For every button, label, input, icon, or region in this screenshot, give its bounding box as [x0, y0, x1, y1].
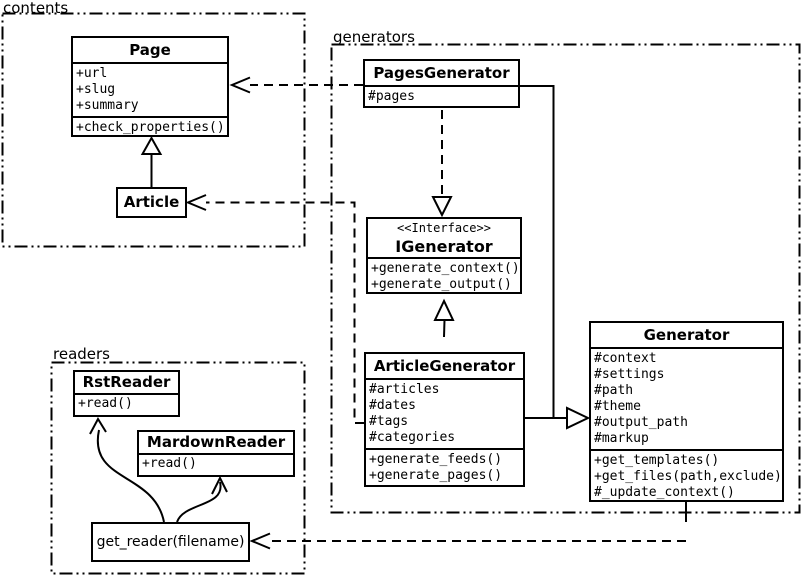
- attribute-theme: #theme: [594, 399, 641, 414]
- inheritance-article-to-page: [140, 135, 163, 188]
- package-label-generators: generators: [333, 28, 415, 46]
- class-mardownreader-methods: +read(): [139, 455, 293, 474]
- package-label-readers: readers: [53, 345, 110, 363]
- arrow-getreader-to-rstreader: [89, 416, 165, 523]
- class-pagesgenerator: PagesGenerator #pages: [363, 59, 520, 108]
- attribute-output-path: #output_path: [594, 415, 688, 430]
- attribute-categories: #categories: [369, 430, 456, 445]
- dependency-articlegenerator-to-article: [185, 194, 364, 424]
- attribute-summary: +summary: [76, 98, 139, 113]
- attribute-slug: +slug: [76, 82, 116, 97]
- package-readers-border: [50, 361, 306, 575]
- class-generator-attributes: #context #settings #path #theme #output_…: [591, 349, 782, 451]
- class-article-title: Article: [123, 193, 180, 211]
- package-contents-border: [1, 12, 306, 248]
- realization-pagesgenerator-to-igenerator: [431, 110, 453, 218]
- attribute-articles: #articles: [369, 382, 440, 397]
- package-label-contents: contents: [3, 0, 69, 17]
- dependency-generator-to-getreader: [249, 502, 688, 550]
- method-generate-feeds: +generate_feeds(): [369, 452, 503, 467]
- class-igenerator-title: IGenerator: [395, 237, 493, 256]
- attribute-markup: #markup: [594, 431, 649, 446]
- class-articlegenerator: ArticleGenerator #articles #dates #tags …: [364, 352, 525, 487]
- class-articlegenerator-title: ArticleGenerator: [366, 354, 523, 380]
- class-article: Article: [116, 187, 187, 218]
- package-generators-border: [330, 43, 801, 514]
- method-get-files: +get_files(path,exclude): [594, 469, 782, 484]
- class-page-title: Page: [73, 38, 227, 64]
- attribute-path: #path: [594, 383, 634, 398]
- method-get-templates: +get_templates(): [594, 453, 720, 468]
- class-igenerator: <<Interface>> IGenerator +generate_conte…: [366, 217, 522, 294]
- realization-articlegenerator-to-igenerator: [433, 298, 455, 338]
- attribute-context: #context: [594, 351, 657, 366]
- class-rstreader: RstReader +read(): [73, 370, 180, 417]
- class-mardownreader: MardownReader +read(): [137, 430, 295, 477]
- attribute-tags: #tags: [369, 414, 409, 429]
- class-generator: Generator #context #settings #path #them…: [589, 321, 784, 502]
- attribute-settings: #settings: [594, 367, 665, 382]
- method-update-context: #_update_context(): [594, 485, 735, 500]
- class-rstreader-title: RstReader: [75, 372, 178, 395]
- dependency-pagesgenerator-to-page: [229, 76, 363, 94]
- class-rstreader-methods: +read(): [75, 395, 178, 414]
- method-generate-pages: +generate_pages(): [369, 468, 503, 483]
- class-articlegenerator-methods: +generate_feeds() +generate_pages(): [366, 450, 523, 485]
- method-generate-context: +generate_context(): [371, 261, 520, 276]
- class-generator-title: Generator: [591, 323, 782, 349]
- class-articlegenerator-attributes: #articles #dates #tags #categories: [366, 380, 523, 450]
- attribute-pages: #pages: [368, 89, 415, 104]
- method-read: +read(): [142, 456, 197, 471]
- class-mardownreader-title: MardownReader: [139, 432, 293, 455]
- attribute-url: +url: [76, 66, 108, 81]
- class-pagesgenerator-title: PagesGenerator: [365, 61, 518, 87]
- class-pagesgenerator-attributes: #pages: [365, 87, 518, 106]
- arrow-getreader-to-mardownreader: [176, 475, 228, 523]
- class-igenerator-stereotype: <<Interface>>: [397, 221, 491, 235]
- class-page: Page +url +slug +summary +check_properti…: [71, 36, 229, 137]
- method-read: +read(): [78, 396, 133, 411]
- class-page-attributes: +url +slug +summary: [73, 64, 227, 118]
- function-get-reader: get_reader(filename): [91, 522, 250, 562]
- method-check-properties: +check_properties(): [76, 120, 225, 135]
- class-igenerator-header: <<Interface>> IGenerator: [368, 219, 520, 259]
- class-igenerator-methods: +generate_context() +generate_output(): [368, 259, 520, 292]
- inheritance-generators-to-generator: [520, 85, 591, 430]
- attribute-dates: #dates: [369, 398, 416, 413]
- method-generate-output: +generate_output(): [371, 277, 512, 292]
- class-page-methods: +check_properties(): [73, 118, 227, 135]
- class-generator-methods: +get_templates() +get_files(path,exclude…: [591, 451, 782, 500]
